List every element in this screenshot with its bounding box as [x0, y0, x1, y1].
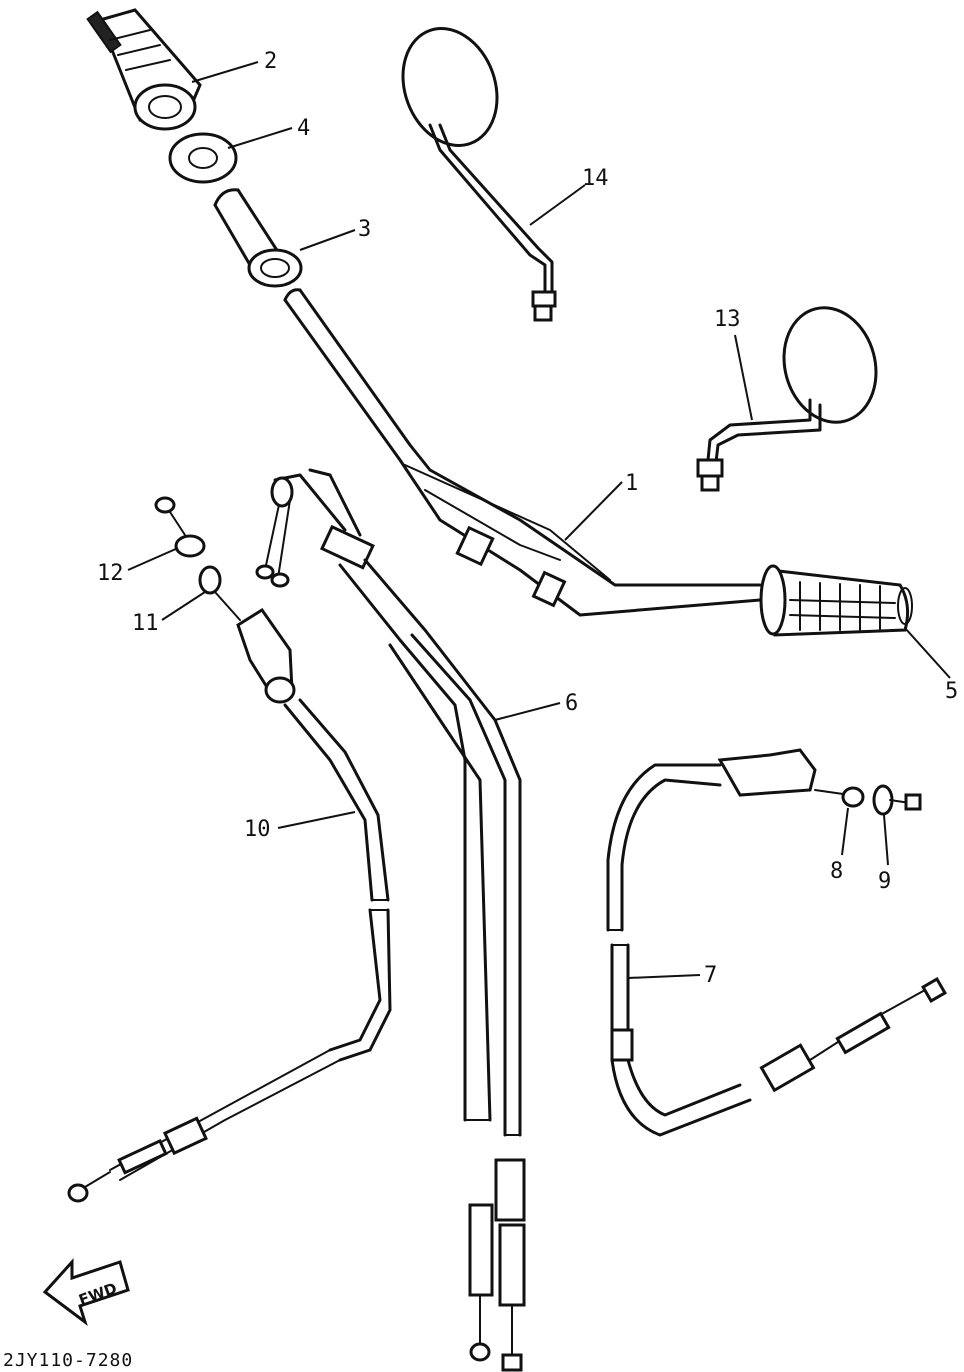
leader-lines — [127, 61, 951, 979]
callout-14: 14 — [582, 166, 609, 191]
clutch-cable — [67, 496, 392, 1203]
callout-4: 4 — [297, 116, 310, 141]
callout-2: 2 — [264, 49, 277, 74]
callout-7: 7 — [704, 963, 717, 988]
callout-1: 1 — [625, 471, 638, 496]
callout-9: 9 — [878, 869, 891, 894]
callout-5: 5 — [945, 679, 958, 704]
callout-13: 13 — [714, 307, 741, 332]
callout-labels: 1 2 3 4 5 6 7 8 9 10 11 12 13 14 — [97, 49, 958, 988]
throttle-cable — [255, 468, 526, 1372]
right-mirror — [696, 306, 878, 492]
drawing-code: 2JY110-7280 — [3, 1350, 133, 1371]
callout-11: 11 — [132, 611, 159, 636]
left-mirror — [401, 27, 557, 322]
callout-6: 6 — [565, 691, 578, 716]
right-grip — [759, 564, 913, 637]
brake-cable — [606, 748, 947, 1137]
handlebar-clamp — [247, 248, 303, 288]
throttle-collar — [168, 132, 238, 184]
callout-12: 12 — [97, 561, 124, 586]
callout-8: 8 — [830, 859, 843, 884]
callout-3: 3 — [358, 217, 371, 242]
left-grip — [86, 8, 202, 131]
handlebar-left-tube — [213, 188, 282, 267]
handlebar — [283, 288, 762, 617]
callout-10: 10 — [244, 817, 271, 842]
forward-arrow: FWD — [42, 1258, 130, 1326]
